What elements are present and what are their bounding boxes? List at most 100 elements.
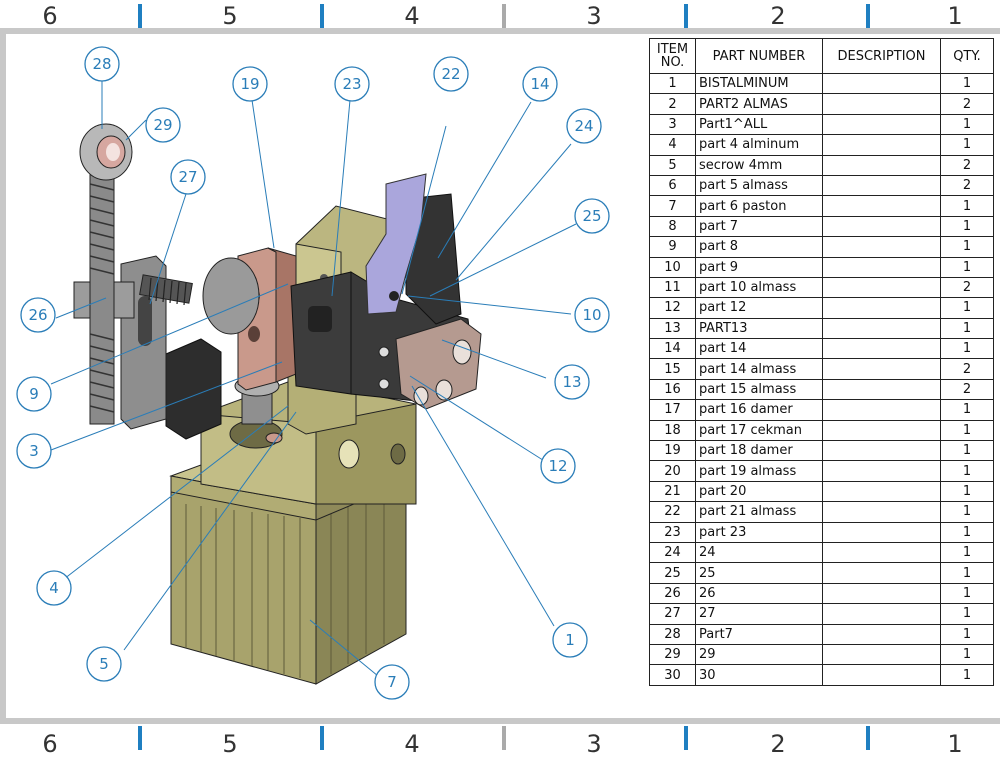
bom-qty: 1 [940, 113, 994, 136]
frame-border-bottom [0, 718, 1000, 724]
bom-qty: 2 [940, 378, 994, 401]
bom-description [822, 562, 941, 584]
bom-part-number: part 5 almass [695, 174, 823, 197]
bom-qty: 1 [940, 562, 994, 584]
balloon-1: 1 [552, 622, 588, 658]
zone-divider-tick [866, 726, 870, 750]
bom-item-no: 19 [649, 440, 696, 462]
zone-divider-tick [138, 4, 142, 28]
bom-part-number: part 15 almass [695, 378, 823, 401]
bom-qty: 1 [940, 297, 994, 319]
zone-divider-tick [684, 726, 688, 750]
bom-item-no: 11 [649, 276, 696, 299]
balloon-23: 23 [334, 66, 370, 102]
bom-item-no: 17 [649, 399, 696, 421]
bom-description [822, 174, 941, 197]
bom-part-number: part 7 [695, 215, 823, 238]
zone-divider-tick [684, 4, 688, 28]
bom-qty: 2 [940, 93, 994, 115]
bom-part-number: part 23 [695, 521, 823, 543]
bom-part-number: Part1^ALL [695, 113, 823, 136]
bom-qty: 1 [940, 501, 994, 523]
balloon-26: 26 [20, 297, 56, 333]
zone-number: 5 [222, 2, 238, 30]
bom-item-no: 22 [649, 501, 696, 523]
bom-part-number: part 4 alminum [695, 134, 823, 156]
bom-qty: 1 [940, 195, 994, 217]
bom-part-number: PART2 ALMAS [695, 93, 823, 115]
bom-part-number: part 17 cekman [695, 419, 823, 442]
bom-item-no: 15 [649, 358, 696, 380]
balloon-4: 4 [36, 570, 72, 606]
bom-part-number: part 14 [695, 338, 823, 360]
zone-number: 3 [586, 730, 602, 758]
bom-part-number: Part7 [695, 623, 823, 645]
bom-item-no: 12 [649, 297, 696, 319]
bom-description [822, 378, 941, 401]
bom-item-no: 30 [649, 664, 696, 686]
bom-description [822, 358, 941, 380]
svg-text:22: 22 [441, 65, 460, 83]
bom-item-no: 23 [649, 521, 696, 543]
balloon-3: 3 [16, 433, 52, 469]
zone-divider-tick [866, 4, 870, 28]
bom-description [822, 154, 941, 176]
balloon-22: 22 [433, 56, 469, 92]
bom-qty: 2 [940, 276, 994, 299]
bom-header-part: PART NUMBER [695, 38, 823, 74]
bom-qty: 1 [940, 419, 994, 442]
bom-part-number: BISTALMINUM [695, 72, 823, 95]
bom-description [822, 521, 941, 543]
bom-part-number: part 9 [695, 256, 823, 278]
bom-qty: 1 [940, 72, 994, 95]
zone-number: 3 [586, 2, 602, 30]
bom-description [822, 541, 941, 564]
bom-item-no: 29 [649, 643, 696, 666]
bom-item-no: 28 [649, 623, 696, 645]
balloon-7: 7 [374, 664, 410, 700]
zone-number: 6 [42, 730, 58, 758]
bom-item-no: 14 [649, 338, 696, 360]
zone-divider-tick [320, 726, 324, 750]
bom-qty: 1 [940, 399, 994, 421]
bom-part-number: 27 [695, 603, 823, 625]
bom-item-no: 9 [649, 236, 696, 258]
bom-qty: 1 [940, 521, 994, 543]
zone-number: 4 [404, 2, 420, 30]
bom-qty: 1 [940, 541, 994, 564]
zone-number: 1 [947, 2, 963, 30]
bom-part-number: secrow 4mm [695, 154, 823, 176]
bom-part-number: 26 [695, 582, 823, 605]
bom-part-number: part 19 almass [695, 460, 823, 482]
roller-wheel [202, 257, 260, 335]
svg-text:12: 12 [548, 457, 567, 475]
svg-text:19: 19 [240, 75, 259, 93]
bom-qty: 1 [940, 317, 994, 340]
bom-item-no: 16 [649, 378, 696, 401]
balloon-12: 12 [540, 448, 576, 484]
bom-part-number: 25 [695, 562, 823, 584]
zone-number: 6 [42, 2, 58, 30]
bom-description [822, 195, 941, 217]
balloon-27: 27 [170, 159, 206, 195]
bom-description [822, 297, 941, 319]
bom-item-no: 18 [649, 419, 696, 442]
bom-description [822, 643, 941, 666]
bom-part-number: part 14 almass [695, 358, 823, 380]
bom-qty: 1 [940, 236, 994, 258]
